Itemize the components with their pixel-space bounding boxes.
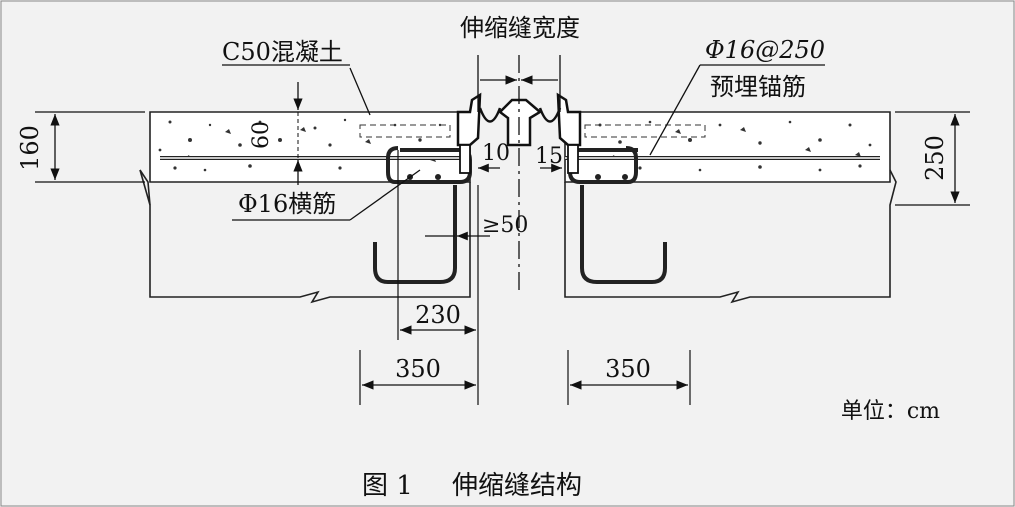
concrete-leader xyxy=(349,67,371,116)
left-recess-outline xyxy=(359,124,451,138)
anchor-rebar-name-label: 预埋锚筋 xyxy=(710,73,806,101)
left-hook-rebar xyxy=(373,185,457,284)
joint-width-label: 伸缩缝宽度 xyxy=(460,14,580,42)
dim-10-label: 10 xyxy=(482,141,510,166)
dim-250-label: 250 xyxy=(921,135,949,181)
right-slab xyxy=(564,111,897,304)
dim-350-left-label: 350 xyxy=(395,355,441,383)
dim-350-right-label: 350 xyxy=(605,355,651,383)
right-joint-plate xyxy=(567,144,579,174)
anchor-leader xyxy=(649,64,701,156)
dim-230-label: 230 xyxy=(415,301,461,329)
figure-number: 图 1 xyxy=(362,471,413,501)
unit-label: 单位：cm xyxy=(841,399,940,424)
figure-title: 伸缩缝结构 xyxy=(452,471,582,501)
dim-50-label: ≥50 xyxy=(482,213,528,238)
transverse-rebar-label: Φ16横筋 xyxy=(238,190,336,218)
dim-15-label: 15 xyxy=(535,144,563,169)
dim-60-label: 60 xyxy=(249,121,274,149)
concrete-label: C50混凝土 xyxy=(222,38,343,66)
dim-160-label: 160 xyxy=(16,125,44,171)
anchor-rebar-spec-label: Φ16@250 xyxy=(705,36,825,64)
right-recess-outline xyxy=(584,124,706,138)
right-hook-rebar xyxy=(580,185,667,284)
left-joint-plate xyxy=(459,144,471,174)
right-concrete-texture xyxy=(598,120,872,172)
